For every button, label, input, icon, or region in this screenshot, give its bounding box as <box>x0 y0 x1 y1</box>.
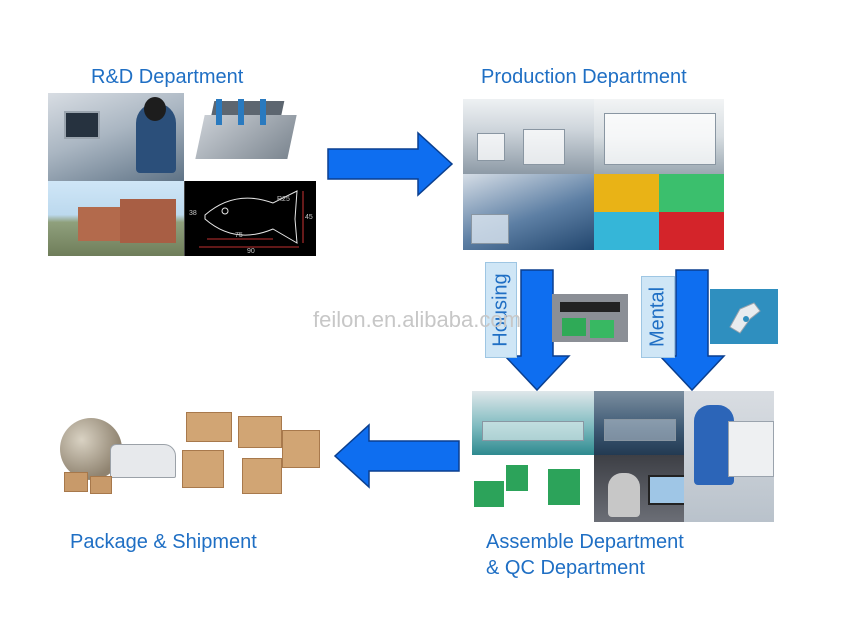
cardboard-boxes-photo <box>178 406 322 502</box>
production-line-photo <box>463 99 594 174</box>
qc-lab-photo <box>684 391 774 522</box>
terminal-blocks-photo <box>472 455 594 522</box>
factory-building-photo <box>48 181 184 256</box>
cad-drawing: 90 75 45 38 R25 <box>184 181 316 256</box>
rd-department-title: R&D Department <box>91 66 244 88</box>
cad-dim-2: 75 <box>235 232 243 239</box>
housing-components-photo <box>552 294 628 342</box>
molding-machines-photo <box>594 99 724 174</box>
metal-pin-photo <box>710 289 778 344</box>
mental-label: Mental <box>641 276 675 358</box>
qc-inspection-photo <box>594 455 684 522</box>
cad-dim-4: 38 <box>189 210 197 217</box>
mental-label-text: Mental <box>646 286 669 348</box>
mold-photo <box>186 93 316 181</box>
arrow-left-icon <box>333 423 460 489</box>
watermark: feilon.en.alibaba.com <box>313 307 521 332</box>
assembly-workshop-photo <box>472 391 594 455</box>
cad-dim-5: R25 <box>277 196 290 203</box>
production-department-title: Production Department <box>481 66 687 88</box>
cad-dim-1: 90 <box>247 248 255 255</box>
assembly-line-photo <box>594 391 684 455</box>
rd-office-photo <box>48 93 184 181</box>
stamping-machines-photo <box>463 174 594 250</box>
housing-label: Housing <box>485 262 517 358</box>
qc-department-title: & QC Department <box>486 557 645 579</box>
package-shipment-title: Package & Shipment <box>70 531 257 553</box>
shipping-globe-photo <box>40 406 178 502</box>
cad-dim-3: 45 <box>305 214 313 221</box>
plastic-pellets-photo <box>594 174 724 250</box>
arrow-right-icon <box>327 131 454 197</box>
assemble-department-title: Assemble Department <box>486 531 684 553</box>
